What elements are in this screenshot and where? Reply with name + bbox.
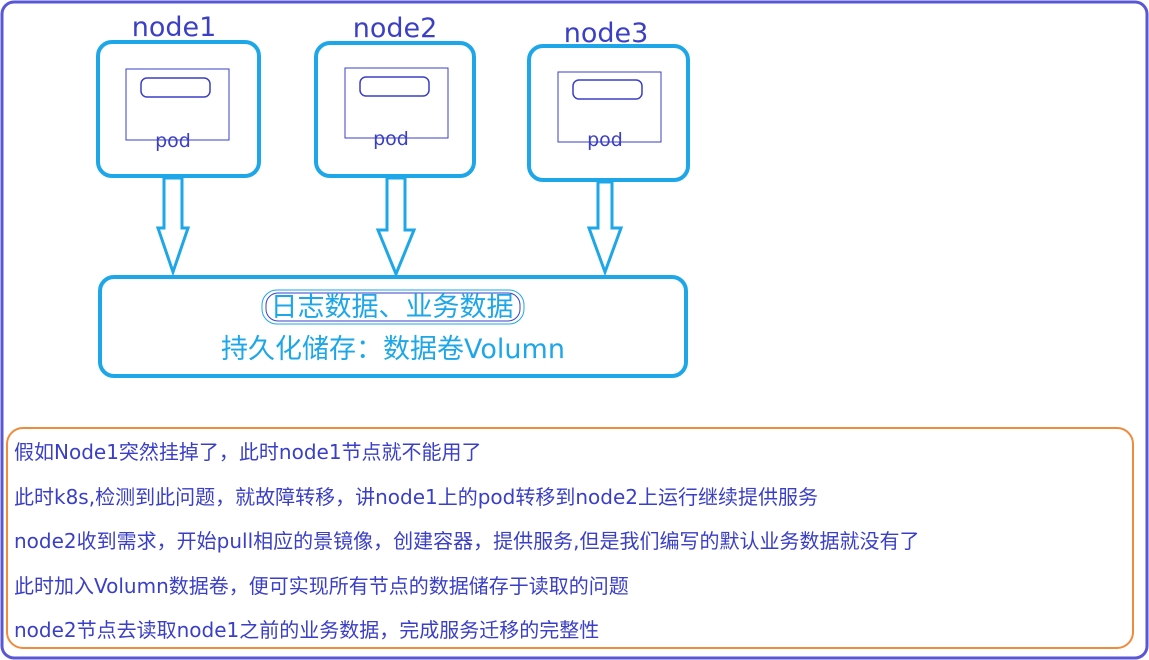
note-line-2: 此时k8s,检测到此问题，就故障转移，讲node1上的pod转移到node2上运… xyxy=(14,484,818,509)
pod-label-1: pod xyxy=(155,130,191,152)
note-line-3: node2收到需求，开始pull相应的景镜像，创建容器，提供服务,但是我们编写的… xyxy=(14,529,920,553)
node-frame-1 xyxy=(96,40,261,178)
container-pill-2 xyxy=(359,76,430,97)
node-frame-2 xyxy=(314,41,476,178)
node-box-1: node1 pod xyxy=(96,12,261,178)
pod-label-2: pod xyxy=(373,128,409,150)
node-box-2: node2 pod xyxy=(314,13,476,178)
storage-box: 日志数据、业务数据 持久化储存：数据卷Volumn xyxy=(98,275,688,378)
container-pill-1 xyxy=(140,77,211,98)
storage-highlight-oval xyxy=(261,289,525,325)
down-arrow-icon xyxy=(155,176,191,277)
node-title-2: node2 xyxy=(353,13,438,44)
container-pill-3 xyxy=(572,79,643,100)
down-arrow-icon xyxy=(586,180,624,277)
note-line-4: 此时加入Volumn数据卷，便可实现所有节点的数据储存于读取的问题 xyxy=(14,573,629,598)
notes-box xyxy=(6,427,1134,649)
storage-highlight-inner xyxy=(265,292,521,322)
node-box-3: node3 pod xyxy=(527,18,690,182)
node-frame-3 xyxy=(527,44,690,182)
storage-line-2: 持久化储存：数据卷Volumn xyxy=(221,334,565,365)
pod-label-3: pod xyxy=(587,129,623,151)
note-line-5: node2节点去读取node1之前的业务数据，完成服务迁移的完整性 xyxy=(14,618,600,642)
pod-box-2 xyxy=(344,67,449,139)
node-title-3: node3 xyxy=(564,18,649,49)
note-line-1: 假如Node1突然挂掉了，此时node1节点就不能用了 xyxy=(14,440,482,464)
storage-frame xyxy=(98,275,688,378)
node-title-1: node1 xyxy=(132,12,217,43)
pod-box-1 xyxy=(125,68,230,141)
pod-box-3 xyxy=(557,71,662,143)
down-arrow-icon xyxy=(375,176,417,278)
storage-line-1: 日志数据、业务数据 xyxy=(271,292,514,323)
notes-text: 假如Node1突然挂掉了，此时node1节点就不能用了 此时k8s,检测到此问题… xyxy=(14,434,1124,657)
